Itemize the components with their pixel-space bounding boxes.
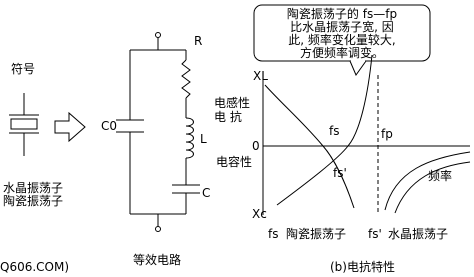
zero-label: 0 [252,139,260,153]
bottom-fs-label: fs [268,227,279,241]
callout-line-4: 方便频率调变。 [299,46,384,60]
callout-text: 陶瓷振荡子的 fs—fp 比水晶振荡子宽, 因 此, 频率变化量较大, 方便频率… [258,8,426,60]
inductor-icon [185,117,194,159]
symbol-label: 符号 [11,62,36,76]
equivalent-circuit [116,32,200,232]
crystal-symbol-icon [9,93,39,156]
resistor-icon [181,59,191,99]
symbol-caption-ceramic: 陶瓷振荡子 [3,194,64,208]
bottom-ceramic-label: 陶瓷振荡子 [286,227,347,241]
transform-arrow-icon [54,111,86,143]
xc-label: Xc [252,207,267,221]
bottom-fs-prime-label: fs' [368,227,382,241]
callout-line-3: 此, 频率变化量较大, [288,33,396,47]
circuit-caption: 等效电路 [133,253,182,267]
watermark: Q606.COM) [0,260,70,274]
c0-label: C0 [101,119,118,133]
callout-line-2: 比水晶振荡子宽, 因 [290,20,394,34]
callout-line-1: 陶瓷振荡子的 fs—fp [286,7,398,21]
symbol-caption-crystal: 水晶振荡子 [3,181,64,195]
reactance-label: 电 抗 [214,110,242,124]
characteristic-caption: (b)电抗特性 [330,260,395,274]
reactance-chart [253,4,471,215]
r-label: R [194,34,203,48]
fs-label: fs [329,124,340,138]
c-label: C [202,186,211,200]
frequency-label: 频率 [428,169,453,183]
xl-label: XL [253,69,268,83]
inductive-label: 电感性 [214,96,251,110]
bottom-crystal-label: 水晶振荡子 [388,227,449,241]
l-label: L [200,132,207,146]
fs-prime-label: fs' [333,166,347,180]
capacitive-label: 电容性 [216,155,253,169]
fp-label: fp [381,127,393,141]
